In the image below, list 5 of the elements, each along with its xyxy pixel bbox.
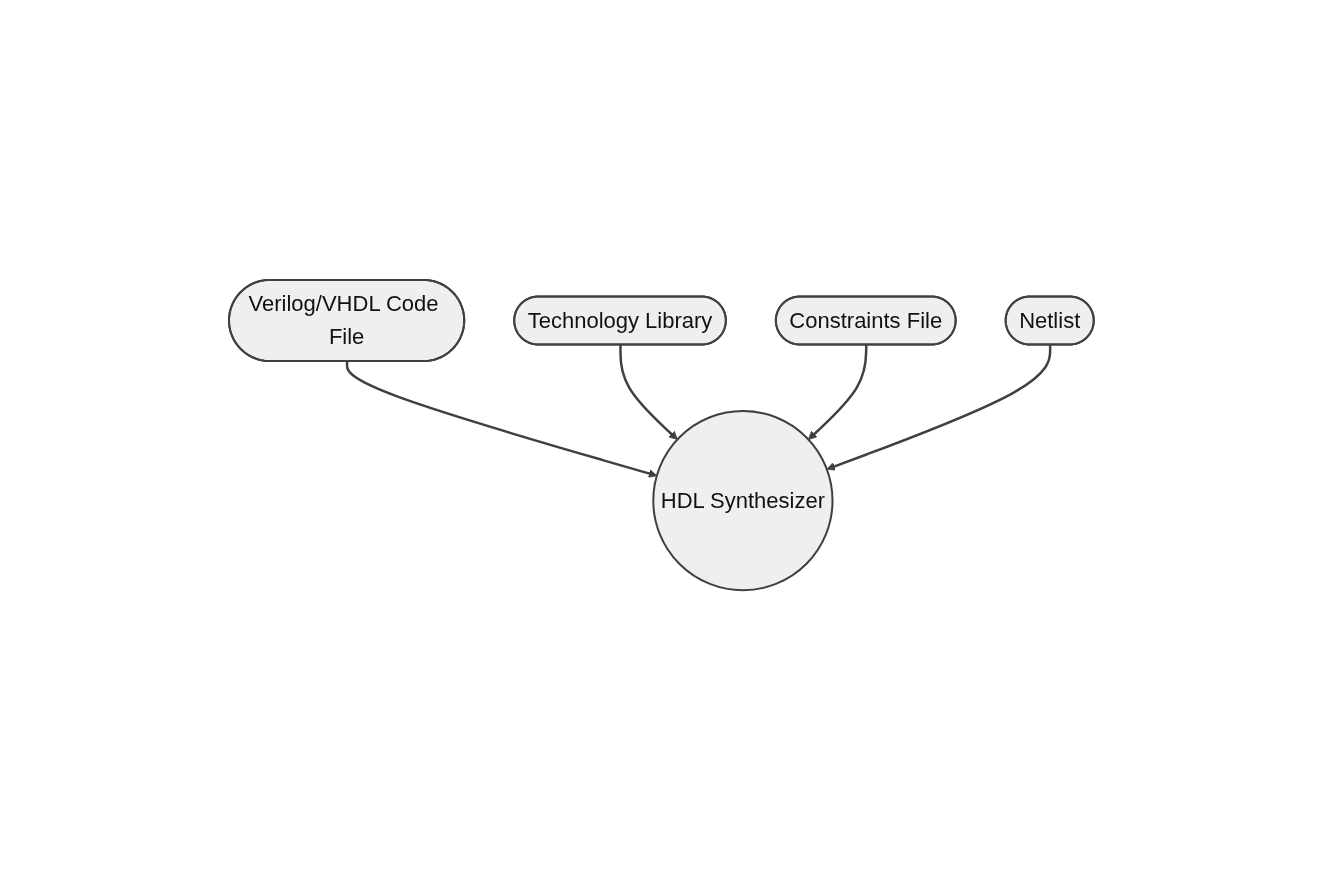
arrow [808,344,868,440]
arrow [345,361,658,478]
arrow [826,344,1052,471]
node-circle: HDL Synthesizer [652,409,834,592]
arrow [619,344,678,440]
